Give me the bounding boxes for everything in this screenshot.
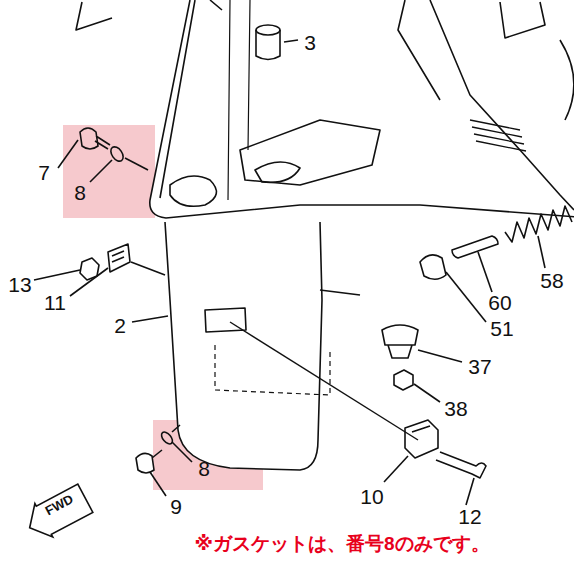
callout-number: 8: [198, 458, 210, 479]
washer: [159, 430, 174, 446]
callout-number: 60: [488, 292, 511, 313]
vent-slots: [470, 120, 526, 151]
callout-number: 37: [468, 356, 491, 377]
leader-line: [132, 316, 168, 322]
leader-line: [414, 384, 440, 402]
callout-number: 9: [170, 496, 182, 517]
leader-line: [131, 262, 165, 275]
leader-line: [446, 272, 486, 322]
leader-line: [478, 252, 492, 292]
leader-line: [58, 140, 78, 168]
callout-number: 38: [444, 398, 467, 419]
leader-line: [418, 350, 462, 362]
pin: [452, 236, 498, 258]
leader-line: [34, 270, 80, 280]
callout-number: 51: [490, 318, 513, 339]
callout-number: 58: [540, 270, 563, 291]
casing-cavity: [240, 120, 380, 185]
drive-shaft: [228, 0, 250, 200]
callout-number: 11: [44, 292, 66, 313]
bolt: [436, 452, 486, 478]
leader-line: [384, 456, 408, 482]
leader-line: [125, 158, 148, 170]
fragment: [76, 2, 112, 30]
bushing: [256, 30, 280, 60]
callout-number: 2: [114, 315, 126, 336]
leader-line: [172, 442, 192, 462]
seal: [420, 255, 446, 279]
callout-number: 8: [74, 182, 86, 203]
fragment: [560, 40, 574, 120]
shaft-bore: [170, 176, 216, 206]
fragment: [500, 2, 545, 38]
leader-line: [284, 40, 298, 42]
leader-line: [70, 268, 108, 296]
housing-edge: [160, 0, 440, 198]
leader-line: [538, 236, 545, 268]
note-text: ※ガスケットは、番号8のみです。: [191, 533, 492, 554]
grommet: [382, 325, 418, 358]
shift-rod: [230, 322, 418, 440]
arrow-outline: [21, 481, 94, 544]
direction-arrow: FWD: [21, 481, 94, 544]
bushing: [256, 25, 280, 35]
bolt: [136, 450, 162, 473]
callout-number: 7: [38, 162, 50, 183]
highlight-zone: [63, 125, 155, 218]
callout-number: 13: [8, 274, 31, 295]
nut: [394, 370, 413, 390]
callout-number: 3: [304, 32, 316, 53]
arrow-shape: [21, 481, 94, 544]
gear-case: [165, 222, 322, 470]
leader-line: [150, 472, 166, 496]
casing-port: [255, 162, 300, 182]
leader-line: [90, 160, 112, 182]
gear-case-edge: [320, 290, 360, 295]
clamp: [405, 420, 438, 458]
leader-line: [466, 478, 474, 505]
callout-number: 10: [360, 486, 383, 507]
plate: [108, 244, 130, 272]
leader-line: [172, 425, 180, 432]
upper-housing: [150, 0, 574, 218]
callout-number: 12: [458, 506, 481, 527]
screw: [80, 128, 110, 149]
hidden-edge: [215, 345, 330, 395]
